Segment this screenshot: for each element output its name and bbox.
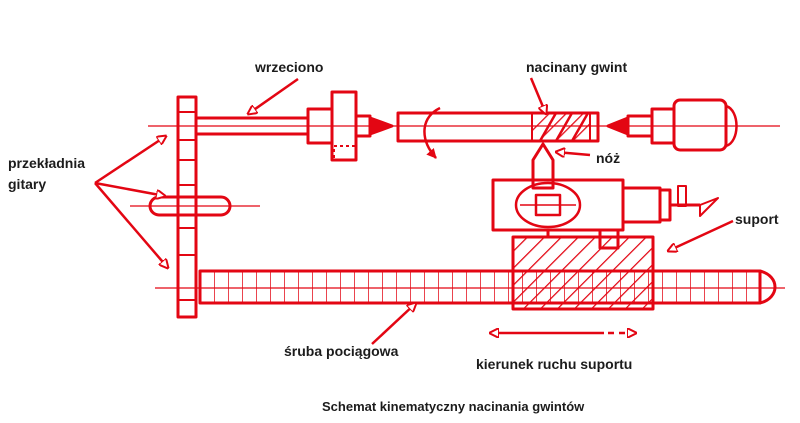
spindle xyxy=(194,90,394,162)
leadscrew-label: śruba pociągowa xyxy=(284,343,399,359)
gear-train-label-line2: gitary xyxy=(8,176,46,192)
thread-label: nacinany gwint xyxy=(526,59,627,75)
gear-leader-bottom xyxy=(94,182,168,268)
cutting-tool xyxy=(531,142,555,190)
direction-label: kierunek ruchu suportu xyxy=(476,356,632,372)
carriage-label: suport xyxy=(735,211,779,227)
gear-leader-top xyxy=(94,136,166,185)
tool-label: nóż xyxy=(596,150,620,166)
gear-train-label-line1: przekładnia xyxy=(8,155,85,171)
tool-leader xyxy=(556,152,591,155)
leader-arrows xyxy=(94,77,734,345)
tailstock xyxy=(606,98,738,152)
workpiece xyxy=(396,106,600,159)
carriage-leader xyxy=(668,219,734,251)
spindle-leader xyxy=(248,77,299,114)
leadscrew-leader xyxy=(371,303,416,345)
diagram-caption: Schemat kinematyczny nacinania gwintów xyxy=(322,399,585,414)
thread-leader xyxy=(529,77,546,114)
gear-leader-middle xyxy=(94,181,165,196)
rotation-arrow xyxy=(423,106,441,159)
spindle-label: wrzeciono xyxy=(254,59,323,75)
gear-train xyxy=(148,95,232,319)
machine-drawing xyxy=(94,77,785,345)
lead-screw xyxy=(198,269,777,305)
